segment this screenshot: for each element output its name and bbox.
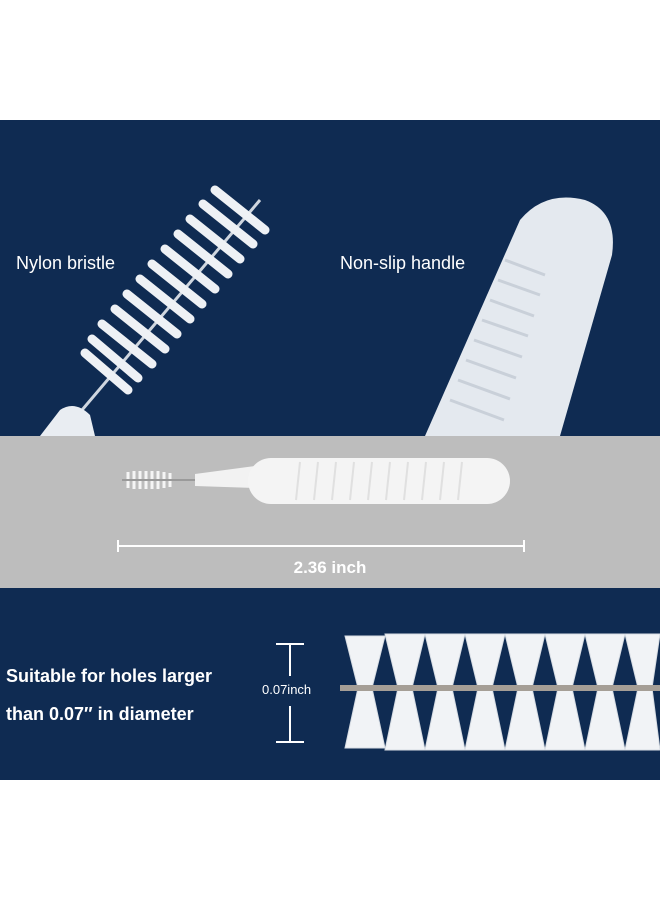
non-slip-handle-label: Non-slip handle: [340, 253, 466, 273]
bristle-diameter-illustration: [276, 633, 660, 751]
bottom-panel: Suitable for holes larger than 0.07″ in …: [0, 588, 660, 780]
brush-tip-image: [40, 185, 270, 436]
brush-closeup-illustration: [40, 185, 613, 436]
bristle-closeup-image: [340, 633, 660, 751]
diameter-dimension-line: [276, 643, 304, 743]
diameter-measurement: 0.07inch: [262, 682, 312, 697]
top-panel: Nylon bristle Non-slip handle: [0, 120, 660, 436]
suitability-text-line-2: than 0.07″ in diameter: [6, 704, 194, 724]
suitability-text-line-1: Suitable for holes larger: [6, 666, 213, 686]
nylon-bristle-label: Nylon bristle: [16, 253, 116, 273]
length-dimension-line: [117, 540, 525, 552]
full-brush-illustration: [117, 458, 525, 552]
full-brush-image: [122, 458, 510, 504]
length-measurement: 2.36 inch: [293, 558, 367, 577]
middle-panel: 2.36 inch: [0, 436, 660, 588]
handle-image: [425, 197, 613, 436]
